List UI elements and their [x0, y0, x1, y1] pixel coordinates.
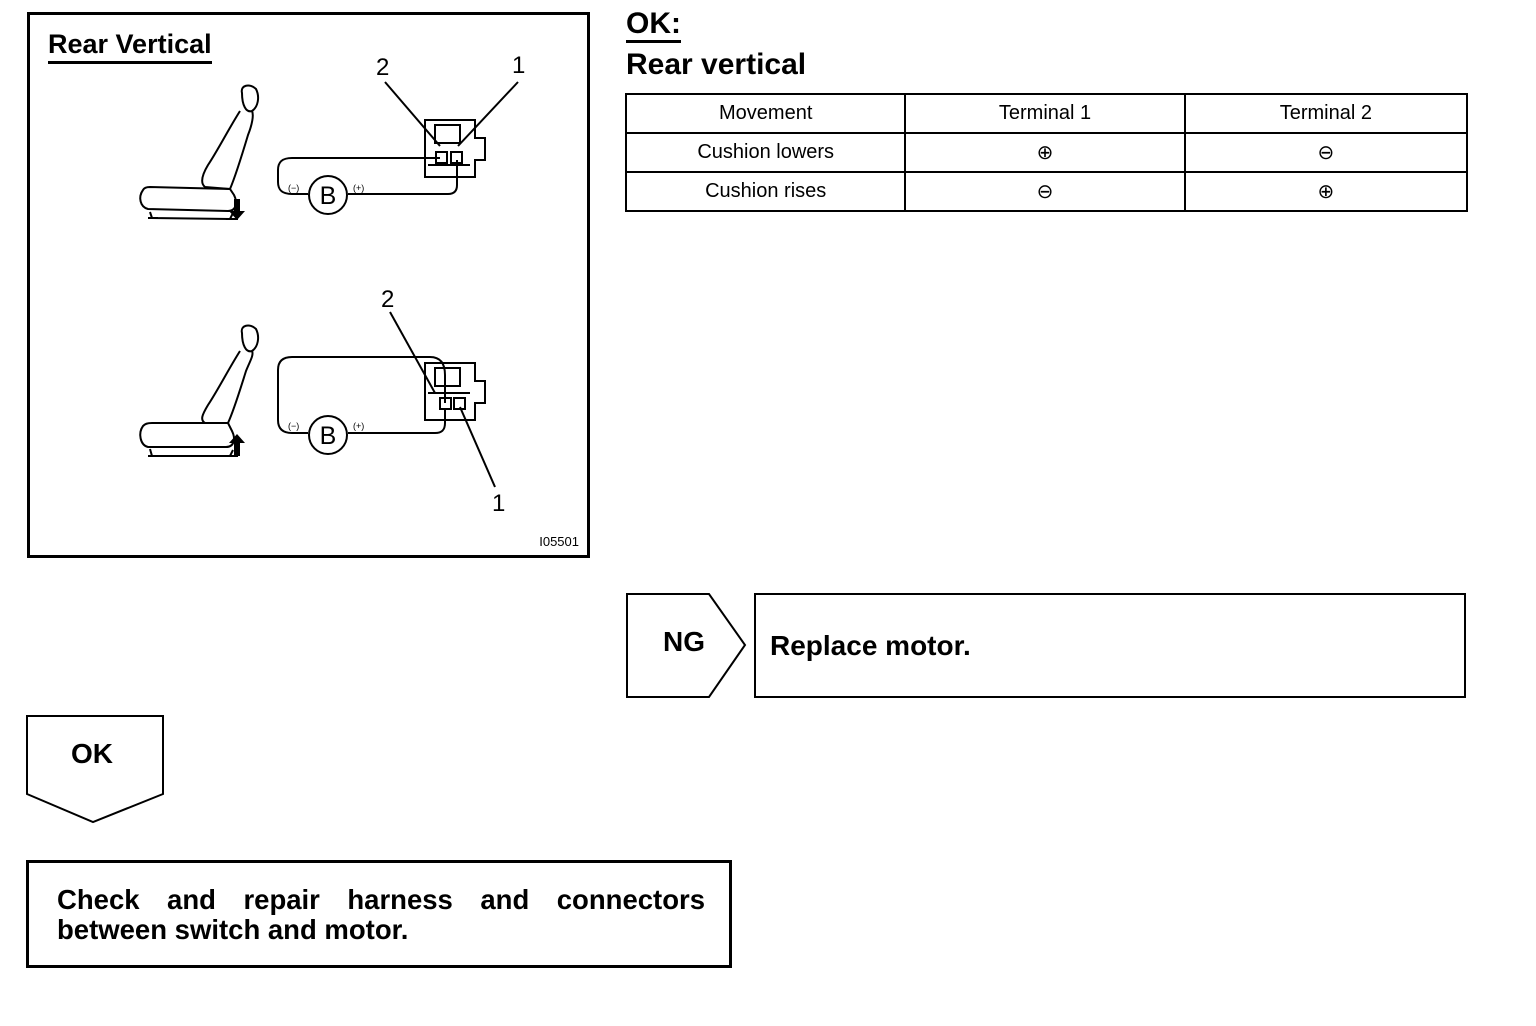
terminal-table: Movement Terminal 1 Terminal 2 Cushion l… [624, 93, 1469, 212]
battery-top-icon [308, 175, 348, 215]
diagram-title: Rear Vertical [48, 29, 212, 64]
seat-top-illustration [139, 84, 260, 221]
wiring-diagram: B (−) (+) 2 1 B (−) [139, 52, 525, 517]
terminal-label-1-top: 1 [512, 52, 525, 79]
arrow-up-icon [229, 434, 245, 456]
battery-bottom-label: B [320, 422, 337, 450]
arrow-down-icon [229, 199, 245, 220]
table-row: Cushion lowers ⊕ ⊖ [624, 132, 1469, 173]
table-row: Cushion rises ⊖ ⊕ [624, 171, 1469, 212]
cell-terminal-1: ⊖ [904, 171, 1186, 212]
ok-label: OK [71, 738, 113, 769]
cell-terminal-2: ⊕ [1183, 171, 1469, 212]
ng-label: NG [663, 626, 705, 657]
table-header-row: Movement Terminal 1 Terminal 2 [624, 93, 1469, 134]
ng-arrow-shape [626, 593, 747, 698]
connector-top [424, 119, 486, 178]
cell-terminal-2: ⊖ [1183, 132, 1469, 173]
battery-bottom-pos: (+) [353, 421, 364, 431]
battery-top-label: B [320, 182, 337, 210]
terminal-label-2-top: 2 [376, 54, 389, 81]
battery-bottom-icon [308, 415, 348, 455]
battery-bottom-neg: (−) [288, 421, 299, 431]
header-movement: Movement [624, 93, 907, 134]
cell-terminal-1: ⊕ [904, 132, 1186, 173]
repair-action-box: Check and repair harness and connectors … [26, 860, 732, 968]
wires-top [277, 81, 519, 195]
battery-top-neg: (−) [288, 183, 299, 193]
ng-action-text: Replace motor. [770, 630, 971, 661]
header-terminal-2: Terminal 2 [1183, 93, 1469, 134]
cell-movement: Cushion lowers [624, 132, 907, 173]
ng-action-box: Replace motor. [754, 593, 1466, 698]
terminal-label-2-bottom: 2 [381, 286, 394, 313]
spec-title: Rear vertical [626, 48, 807, 81]
seat-bottom-illustration [139, 324, 260, 457]
battery-top-pos: (+) [353, 183, 364, 193]
terminal-label-1-bottom: 1 [492, 490, 505, 517]
ok-heading: OK: [626, 8, 681, 43]
cell-movement: Cushion rises [624, 171, 907, 212]
ok-arrow-shape [26, 715, 164, 824]
figure-code: I05501 [539, 534, 579, 549]
wires-bottom [277, 311, 496, 488]
diagram-panel: Rear Vertical [27, 12, 590, 558]
repair-action-text: Check and repair harness and connectors … [57, 884, 705, 945]
header-terminal-1: Terminal 1 [904, 93, 1186, 134]
